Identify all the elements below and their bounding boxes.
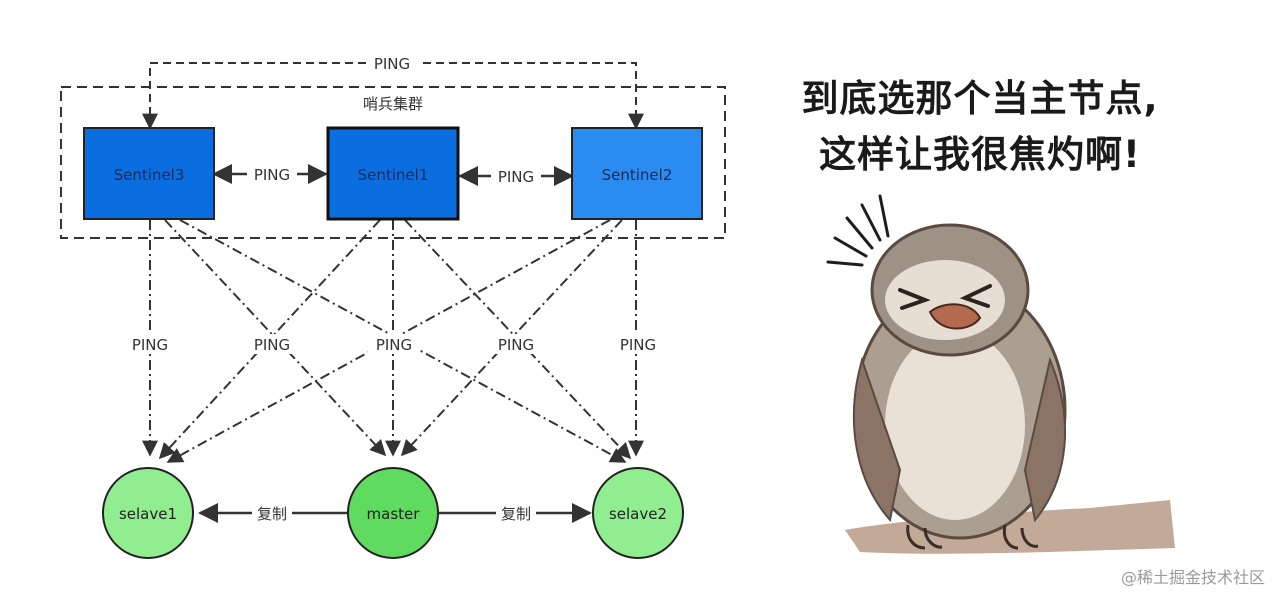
- sentinel3-label: Sentinel3: [114, 166, 185, 184]
- sentinel-cluster-boundary: [60, 86, 726, 239]
- sentinel1-box: Sentinel1: [326, 126, 460, 221]
- slave2-label: selave2: [609, 505, 667, 523]
- sentinel3-box: Sentinel3: [83, 127, 215, 220]
- slave1-label: selave1: [119, 505, 177, 523]
- replicate-arrows: 复制 复制: [198, 503, 592, 523]
- worried-owl-illustration: [826, 194, 1175, 554]
- slave1-node: selave1: [102, 467, 194, 559]
- ping-label-s1-s2: PING: [498, 168, 534, 186]
- top-ping-label: PING: [374, 55, 410, 73]
- top-ping-connector: PING: [142, 54, 644, 130]
- ping-label-5: PING: [620, 336, 656, 354]
- ping-label-4: PING: [498, 336, 534, 354]
- cluster-label: 哨兵集群: [363, 95, 423, 113]
- replicate-label-right: 复制: [501, 505, 531, 523]
- watermark: @稀土掘金技术社区: [1120, 568, 1265, 587]
- ping-label-1: PING: [132, 336, 168, 354]
- sentinel-ping-arrows: PING PING: [212, 164, 574, 186]
- slave2-node: selave2: [592, 467, 684, 559]
- master-node: master: [347, 467, 439, 559]
- sentinel2-label: Sentinel2: [602, 166, 673, 184]
- ping-label-2: PING: [254, 336, 290, 354]
- caption-line-1: 到底选那个当主节点,: [801, 77, 1159, 120]
- master-label: master: [367, 505, 421, 523]
- ping-labels: PING PING PING PING PING: [124, 334, 664, 354]
- ping-label-3: PING: [376, 336, 412, 354]
- replicate-label-left: 复制: [257, 505, 287, 523]
- ping-label-s3-s1: PING: [254, 166, 290, 184]
- sentinel2-box: Sentinel2: [571, 127, 703, 220]
- sentinel1-label: Sentinel1: [358, 166, 429, 184]
- caption-line-2: 这样让我很焦灼啊!: [819, 133, 1141, 176]
- ping-line-s3-slave2: [179, 219, 627, 463]
- ping-line-s2-slave1: [166, 219, 611, 463]
